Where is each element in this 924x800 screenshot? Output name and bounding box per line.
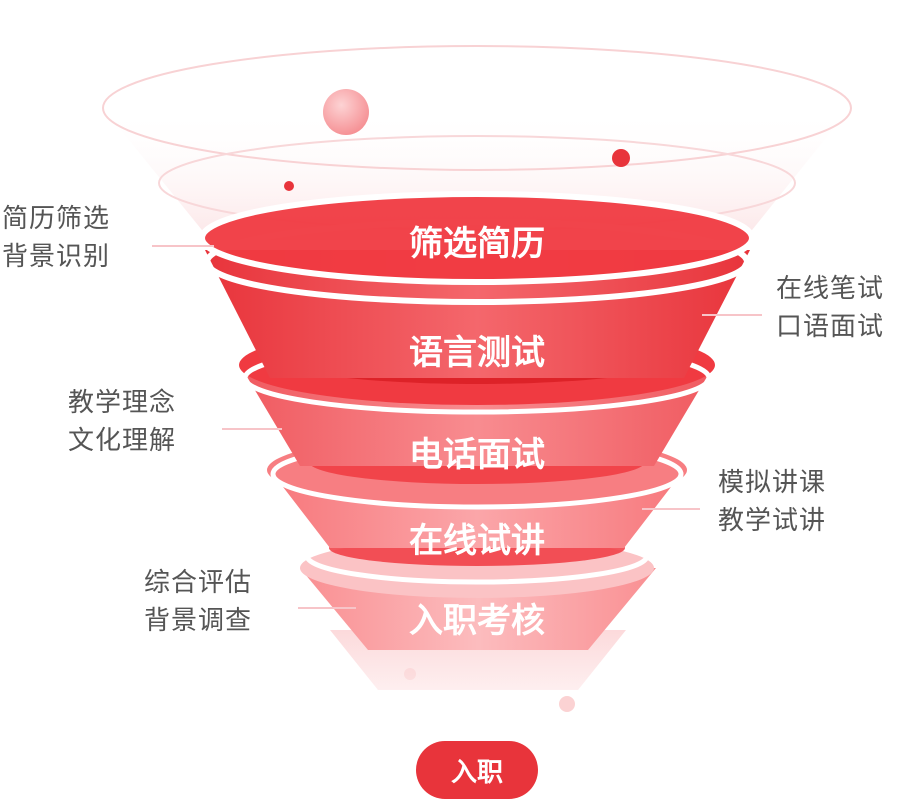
- annotation-overall-line1: 综合评估: [144, 568, 253, 598]
- annotation-overall-line2: 背景调查: [144, 606, 253, 636]
- stage-label-2: 语言测试: [409, 333, 545, 373]
- annotation-mock-line2: 教学试讲: [718, 506, 827, 536]
- stage-label-1: 筛选简历: [409, 224, 545, 264]
- annotation-resume: 简历筛选 背景识别: [2, 200, 110, 276]
- funnel-layer-1: [199, 191, 755, 285]
- connector-line-written: [702, 314, 762, 316]
- annotation-philosophy-line1: 教学理念: [68, 388, 177, 418]
- annotation-philosophy: 教学理念 文化理解: [68, 384, 176, 460]
- decor-ball-medium: [612, 149, 630, 167]
- funnel-layer-5: [300, 527, 656, 650]
- annotation-mock: 模拟讲课 教学试讲: [718, 464, 826, 540]
- connector-line-resume: [152, 245, 214, 247]
- connector-line-philosophy: [222, 428, 282, 430]
- annotation-resume-line1: 简历筛选: [2, 204, 111, 234]
- annotation-written: 在线笔试 口语面试: [776, 270, 884, 346]
- decor-ball-bottom-right: [559, 696, 575, 712]
- connector-line-overall: [298, 607, 356, 609]
- annotation-overall: 综合评估 背景调查: [144, 564, 252, 640]
- decor-ball-small: [284, 181, 294, 191]
- connector-line-mock: [642, 508, 700, 510]
- stage-label-5: 入职考核: [409, 601, 545, 641]
- decor-ball-large: [323, 89, 369, 135]
- annotation-philosophy-line2: 文化理解: [68, 426, 177, 456]
- annotation-written-line2: 口语面试: [776, 312, 885, 342]
- annotation-written-line1: 在线笔试: [776, 274, 885, 304]
- hire-button[interactable]: 入职: [416, 741, 538, 799]
- annotation-resume-line2: 背景识别: [2, 242, 111, 272]
- annotation-mock-line1: 模拟讲课: [718, 468, 827, 498]
- stage-label-3: 电话面试: [409, 435, 545, 475]
- stage-label-4: 在线试讲: [409, 521, 545, 561]
